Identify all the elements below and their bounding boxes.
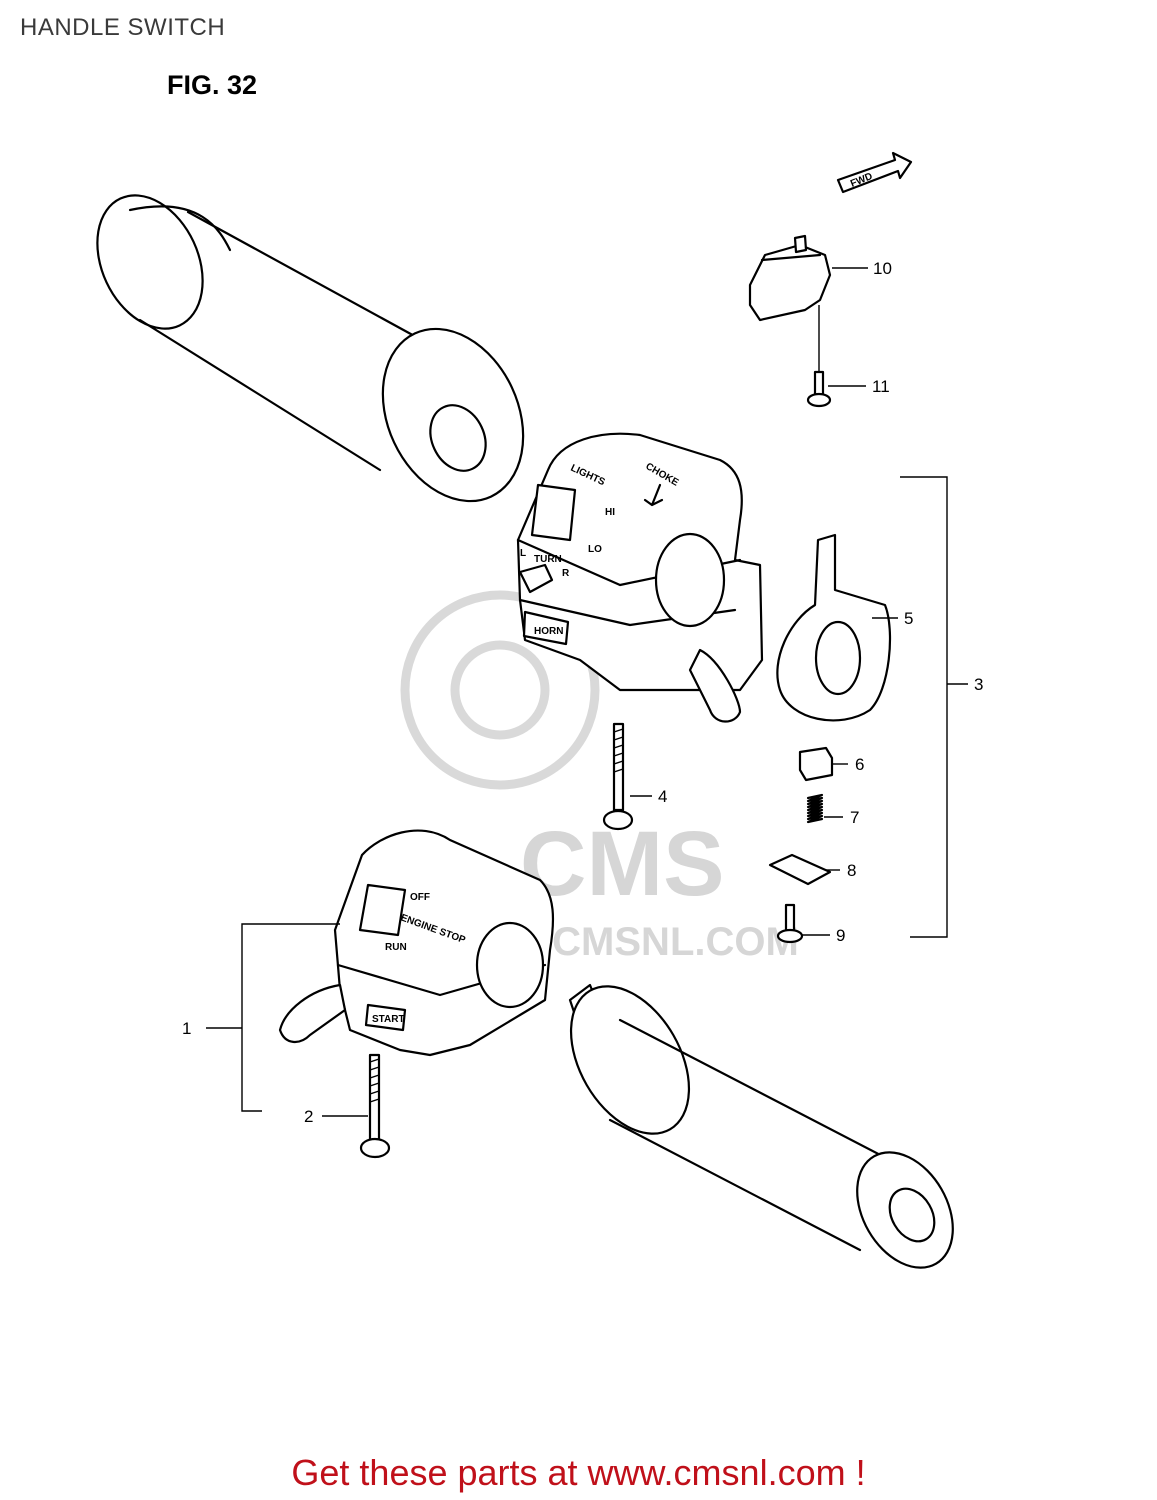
light-dimmer-switch [530, 483, 577, 542]
left-grip [96, 194, 525, 503]
watermark-brand: CMS [520, 813, 724, 915]
horn-label: HORN [534, 626, 563, 637]
knob-part-6 [798, 746, 834, 782]
turn-l-label: L [520, 548, 526, 559]
screw-part-11 [806, 370, 832, 408]
turn-label: TURN [534, 554, 562, 565]
callout-7: 7 [850, 808, 859, 827]
page-title: HANDLE SWITCH [20, 14, 226, 41]
turn-signal-switch [518, 563, 554, 594]
footer-link[interactable]: Get these parts at www.cmsnl.com ! [291, 1452, 866, 1493]
callout-9: 9 [836, 926, 845, 945]
plate-part-8 [768, 853, 832, 886]
figure-label: FIG. 32 [167, 70, 258, 100]
screw-part-2 [359, 1053, 391, 1159]
throttle-lever-part-5 [776, 533, 892, 722]
hi-label: HI [605, 507, 615, 518]
screw-part-4 [602, 722, 634, 831]
callout-1: 1 [182, 1019, 191, 1038]
callout-10: 10 [873, 259, 892, 278]
watermark-mascot [400, 590, 600, 790]
callout-8: 8 [847, 861, 856, 880]
start-label: START [372, 1014, 405, 1025]
fwd-arrow-icon: FWD [836, 151, 913, 194]
lo-label: LO [588, 544, 602, 555]
spring-part-7 [806, 793, 824, 824]
leader-lines [206, 267, 968, 1117]
callout-11: 11 [872, 377, 890, 396]
turn-r-label: R [562, 568, 570, 579]
switch-part-10 [748, 234, 832, 322]
callout-4: 4 [658, 787, 667, 806]
off-label: OFF [410, 892, 430, 903]
watermark-mascot-inner [450, 640, 550, 740]
run-label: RUN [385, 942, 407, 953]
right-grip [568, 983, 954, 1269]
right-handle-switch-housing: LIGHTS HI LO CHOKE TURN L R HORN [516, 432, 764, 723]
callout-2: 2 [304, 1107, 313, 1126]
callout-6: 6 [855, 755, 864, 774]
horn-button [522, 610, 570, 646]
screw-part-9 [776, 903, 804, 944]
left-handle-switch-housing: OFF ENGINE STOP RUN START [278, 829, 555, 1057]
callout-5: 5 [904, 609, 913, 628]
engine-stop-switch [358, 883, 407, 937]
callout-3: 3 [974, 675, 983, 694]
start-button [364, 1003, 407, 1032]
